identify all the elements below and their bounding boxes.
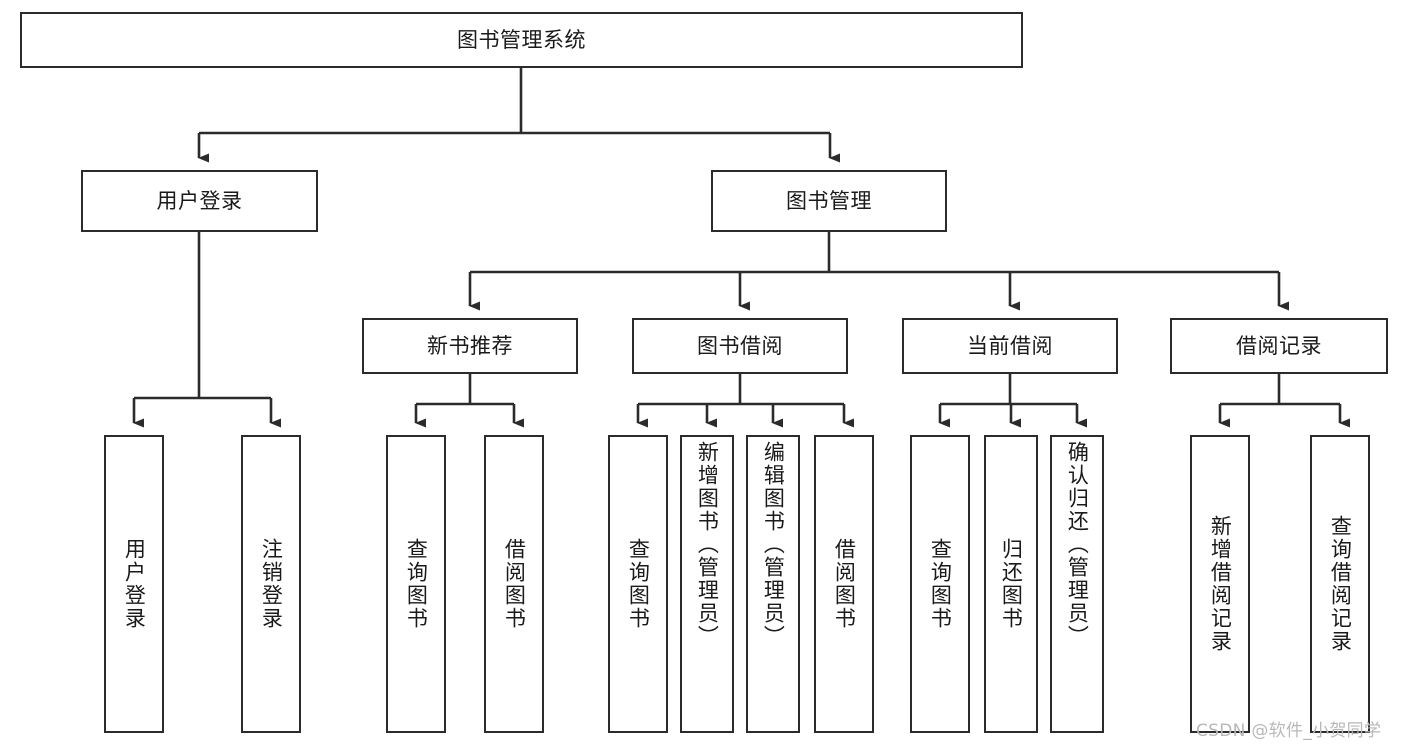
- node-book-borrow[interactable]: 图书借阅: [632, 318, 848, 374]
- node-current-borrow-label: 当前借阅: [967, 333, 1053, 358]
- node-leaf-confirm-return-admin-label: 确认归还（管理员）: [1065, 441, 1090, 648]
- node-leaf-return-book-label: 归还图书: [999, 538, 1024, 630]
- node-leaf-add-borrow-record-label: 新增借阅记录: [1208, 515, 1233, 653]
- node-leaf-query-book-2[interactable]: 查询图书: [608, 435, 668, 733]
- node-new-book-recommend[interactable]: 新书推荐: [362, 318, 578, 374]
- node-leaf-query-book-1-label: 查询图书: [404, 538, 429, 630]
- node-leaf-add-book-admin-label: 新增图书（管理员）: [695, 441, 720, 648]
- node-user-login[interactable]: 用户登录: [81, 170, 318, 232]
- node-leaf-query-book-2-label: 查询图书: [626, 538, 651, 630]
- node-borrow-record-label: 借阅记录: [1236, 333, 1322, 358]
- node-borrow-record[interactable]: 借阅记录: [1170, 318, 1388, 374]
- node-current-borrow[interactable]: 当前借阅: [902, 318, 1118, 374]
- node-leaf-query-book-3-label: 查询图书: [928, 538, 953, 630]
- node-leaf-borrow-book-1[interactable]: 借阅图书: [484, 435, 544, 733]
- node-book-borrow-label: 图书借阅: [697, 333, 783, 358]
- node-leaf-edit-book-admin-label: 编辑图书（管理员）: [761, 441, 786, 648]
- node-leaf-confirm-return-admin[interactable]: 确认归还（管理员）: [1050, 435, 1104, 733]
- node-book-manage-label: 图书管理: [786, 188, 872, 213]
- node-leaf-add-book-admin[interactable]: 新增图书（管理员）: [680, 435, 734, 733]
- node-leaf-logout[interactable]: 注销登录: [241, 435, 301, 733]
- node-leaf-query-book-3[interactable]: 查询图书: [910, 435, 970, 733]
- node-leaf-return-book[interactable]: 归还图书: [984, 435, 1038, 733]
- node-leaf-edit-book-admin[interactable]: 编辑图书（管理员）: [746, 435, 800, 733]
- node-book-manage[interactable]: 图书管理: [711, 170, 947, 232]
- node-leaf-add-borrow-record[interactable]: 新增借阅记录: [1190, 435, 1250, 733]
- node-leaf-borrow-book-1-label: 借阅图书: [502, 538, 527, 630]
- node-leaf-borrow-book-2-label: 借阅图书: [832, 538, 857, 630]
- node-root[interactable]: 图书管理系统: [20, 12, 1023, 68]
- node-leaf-query-borrow-record-label: 查询借阅记录: [1328, 515, 1353, 653]
- node-leaf-logout-label: 注销登录: [259, 538, 284, 630]
- node-root-label: 图书管理系统: [457, 27, 586, 52]
- node-leaf-borrow-book-2[interactable]: 借阅图书: [814, 435, 874, 733]
- node-leaf-user-login[interactable]: 用户登录: [104, 435, 164, 733]
- node-leaf-query-book-1[interactable]: 查询图书: [386, 435, 446, 733]
- csdn-watermark: CSDN @软件_小贺同学: [1196, 721, 1382, 741]
- node-new-book-recommend-label: 新书推荐: [427, 333, 513, 358]
- node-user-login-label: 用户登录: [156, 188, 243, 213]
- node-leaf-user-login-label: 用户登录: [122, 538, 147, 630]
- node-leaf-query-borrow-record[interactable]: 查询借阅记录: [1310, 435, 1370, 733]
